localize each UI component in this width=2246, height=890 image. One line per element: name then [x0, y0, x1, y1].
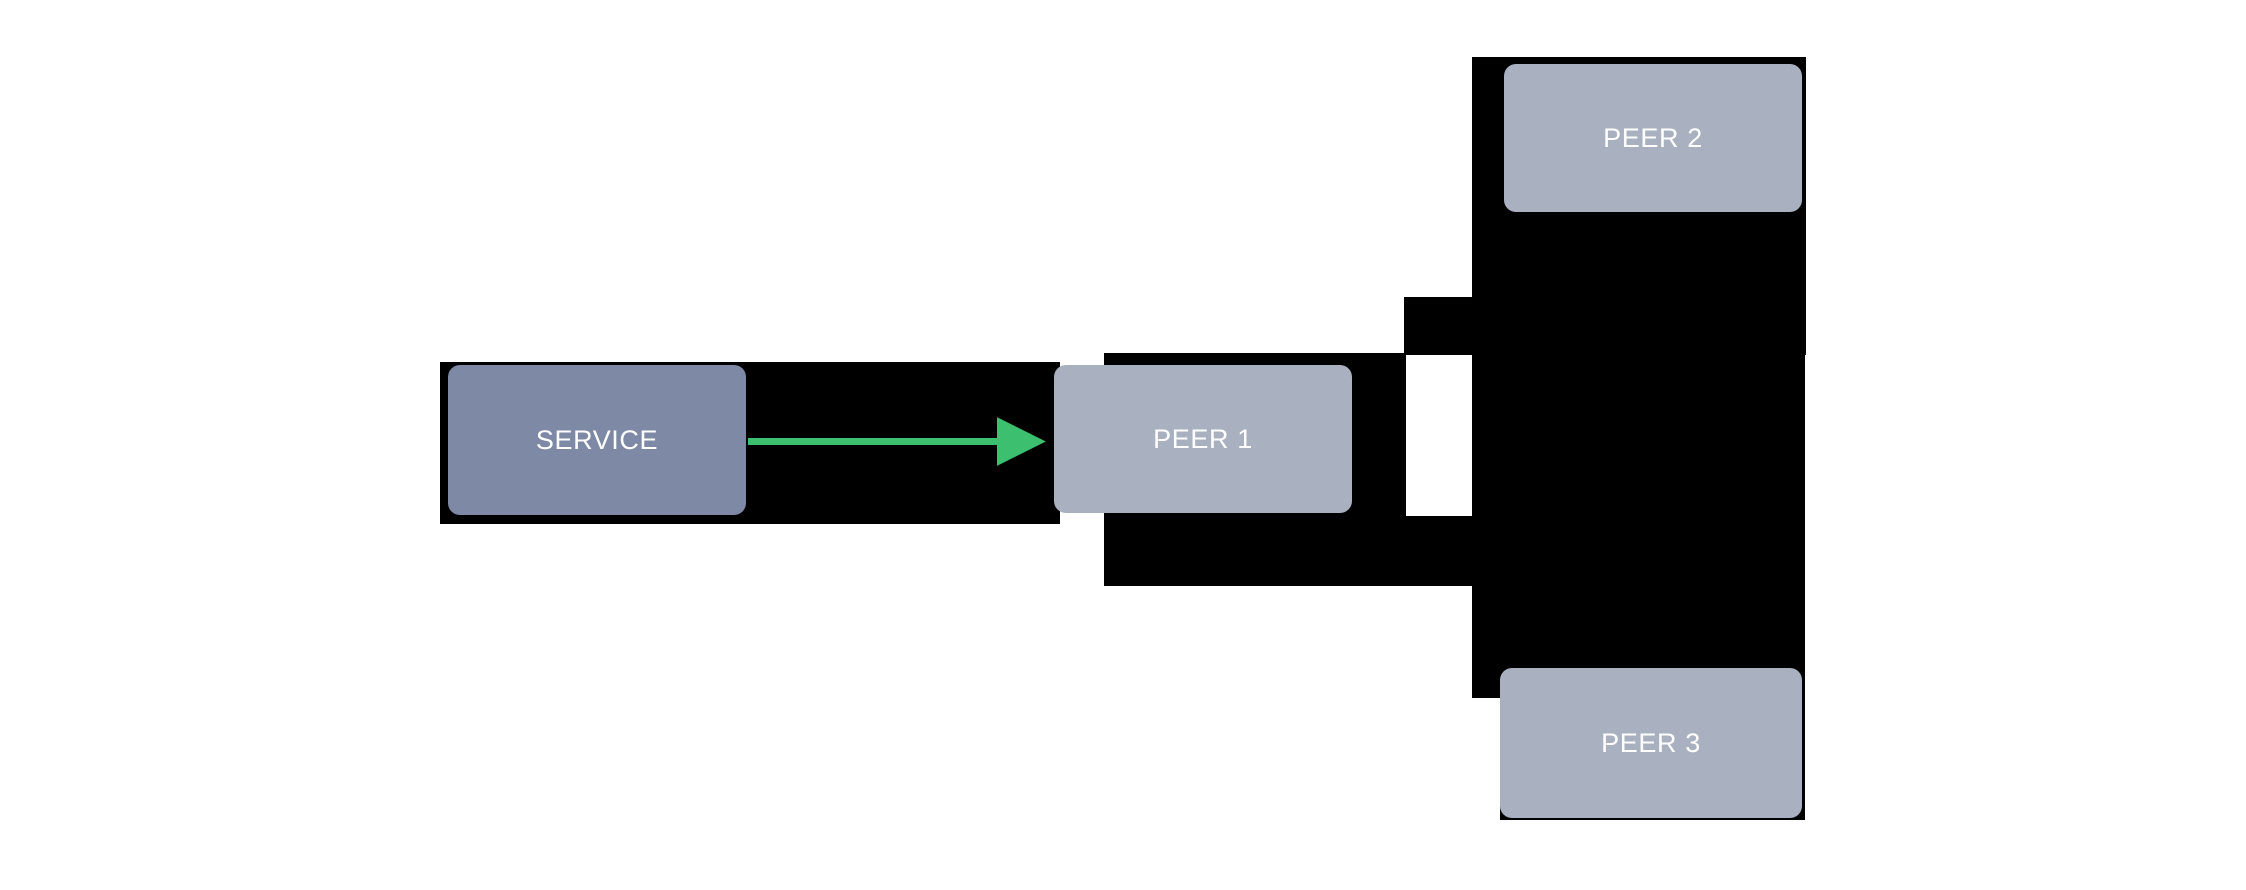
node-peer-2-label: PEER 2 — [1603, 122, 1703, 153]
node-peer-1[interactable]: PEER 1 — [1054, 365, 1352, 513]
highlight-trunk-upper — [1404, 297, 1806, 355]
edge-service-to-peer1[interactable] — [740, 410, 1070, 474]
node-peer-2[interactable]: PEER 2 — [1504, 64, 1802, 212]
node-peer-1-label: PEER 1 — [1153, 423, 1253, 454]
node-peer-3[interactable]: PEER 3 — [1500, 668, 1802, 818]
node-service-label: SERVICE — [535, 424, 659, 455]
node-peer-3-label: PEER 3 — [1601, 727, 1701, 758]
highlight-peer1-lower — [1104, 516, 1504, 586]
node-service[interactable]: SERVICE — [448, 365, 746, 515]
